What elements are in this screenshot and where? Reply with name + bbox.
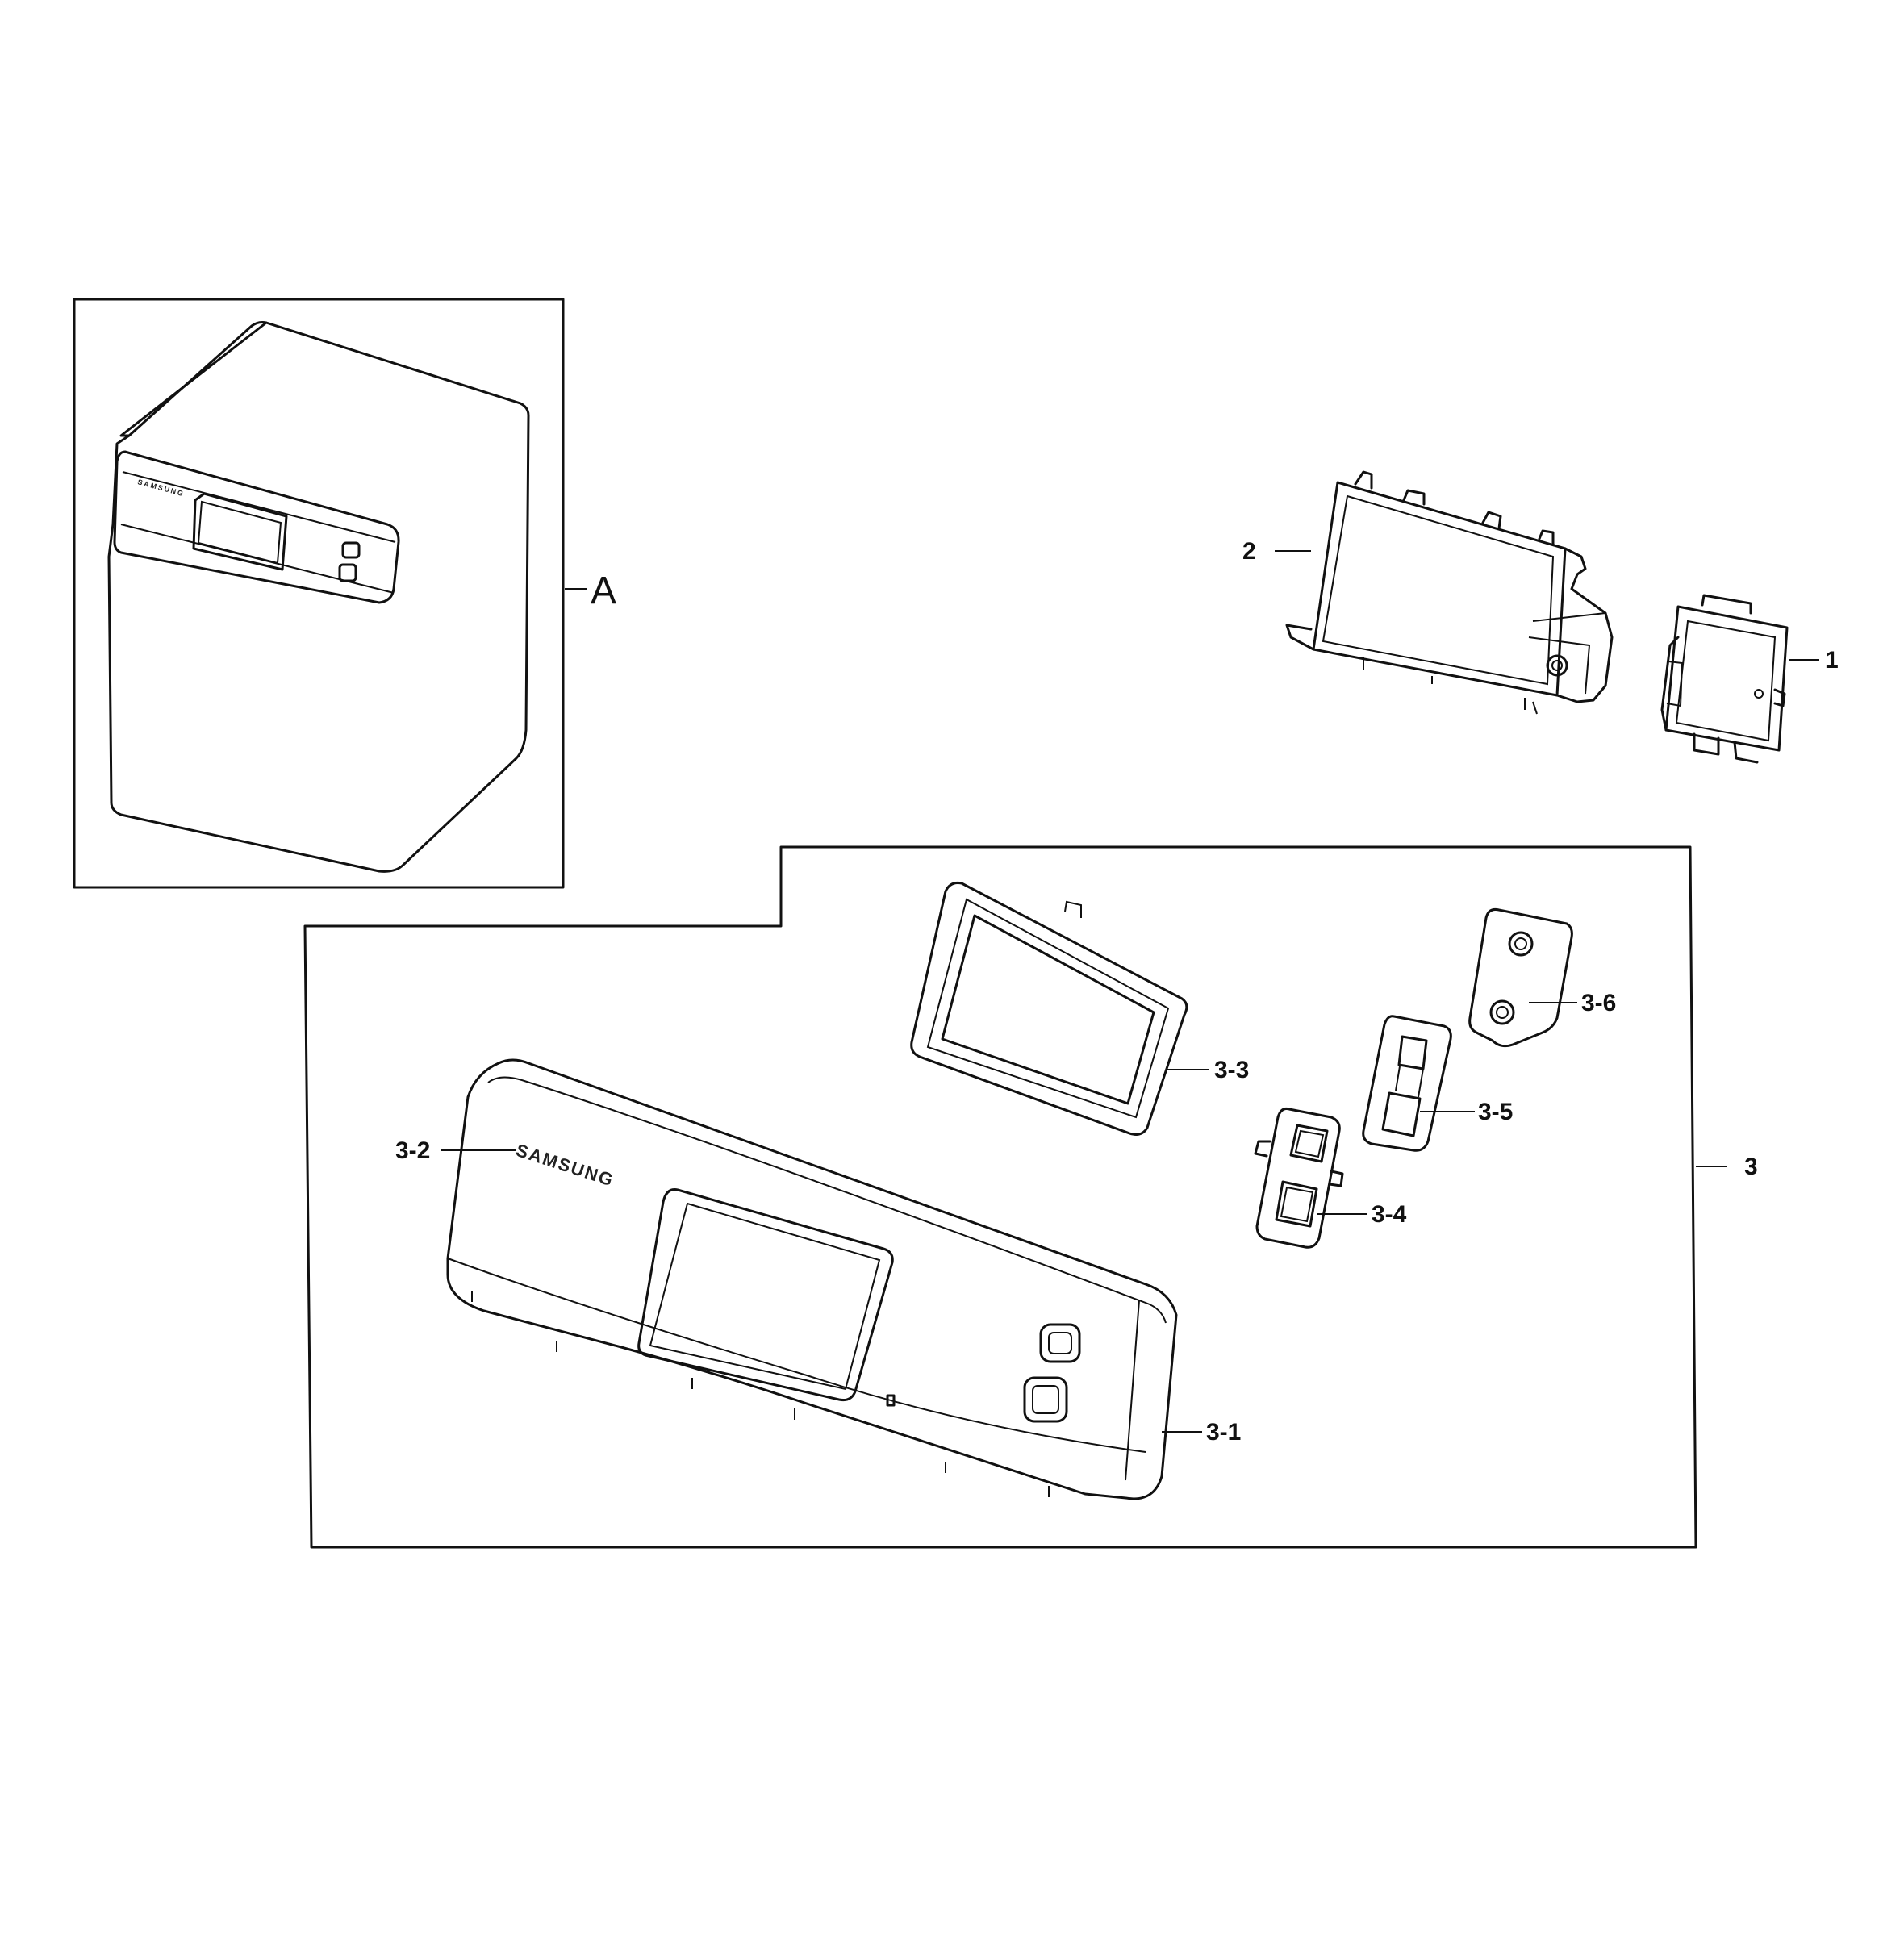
callout-3: 3 (1744, 1154, 1758, 1180)
part-2-display-assembly: 2 (1242, 470, 1614, 715)
callout-3-3: 3-3 (1214, 1057, 1249, 1083)
overview-logo: SAMSUNG (136, 478, 186, 498)
panel-logo: SAMSUNG (513, 1140, 616, 1191)
callout-1: 1 (1825, 647, 1839, 674)
assembly-frame-3: 3 (303, 845, 1758, 1549)
part-3-1-control-panel: SAMSUNG 3-1 3-2 (395, 1058, 1241, 1500)
callout-3-6: 3-6 (1581, 990, 1616, 1016)
callout-3-1: 3-1 (1206, 1419, 1241, 1446)
part-1-pcb-bracket: 1 (1660, 594, 1839, 764)
part-3-3-display-window: 3-3 (910, 882, 1249, 1136)
callout-3-4: 3-4 (1372, 1201, 1407, 1228)
callout-3-2: 3-2 (395, 1137, 430, 1164)
callout-a: A (591, 570, 616, 612)
callout-2: 2 (1242, 538, 1256, 565)
part-3-4-buttons: 3-4 (1254, 1108, 1407, 1249)
callout-3-5: 3-5 (1478, 1099, 1513, 1125)
part-3-6-button-holder: 3-6 (1468, 908, 1616, 1048)
overview-frame-a: SAMSUNG A (73, 298, 616, 889)
part-3-5-button-gasket: 3-5 (1362, 1015, 1513, 1152)
